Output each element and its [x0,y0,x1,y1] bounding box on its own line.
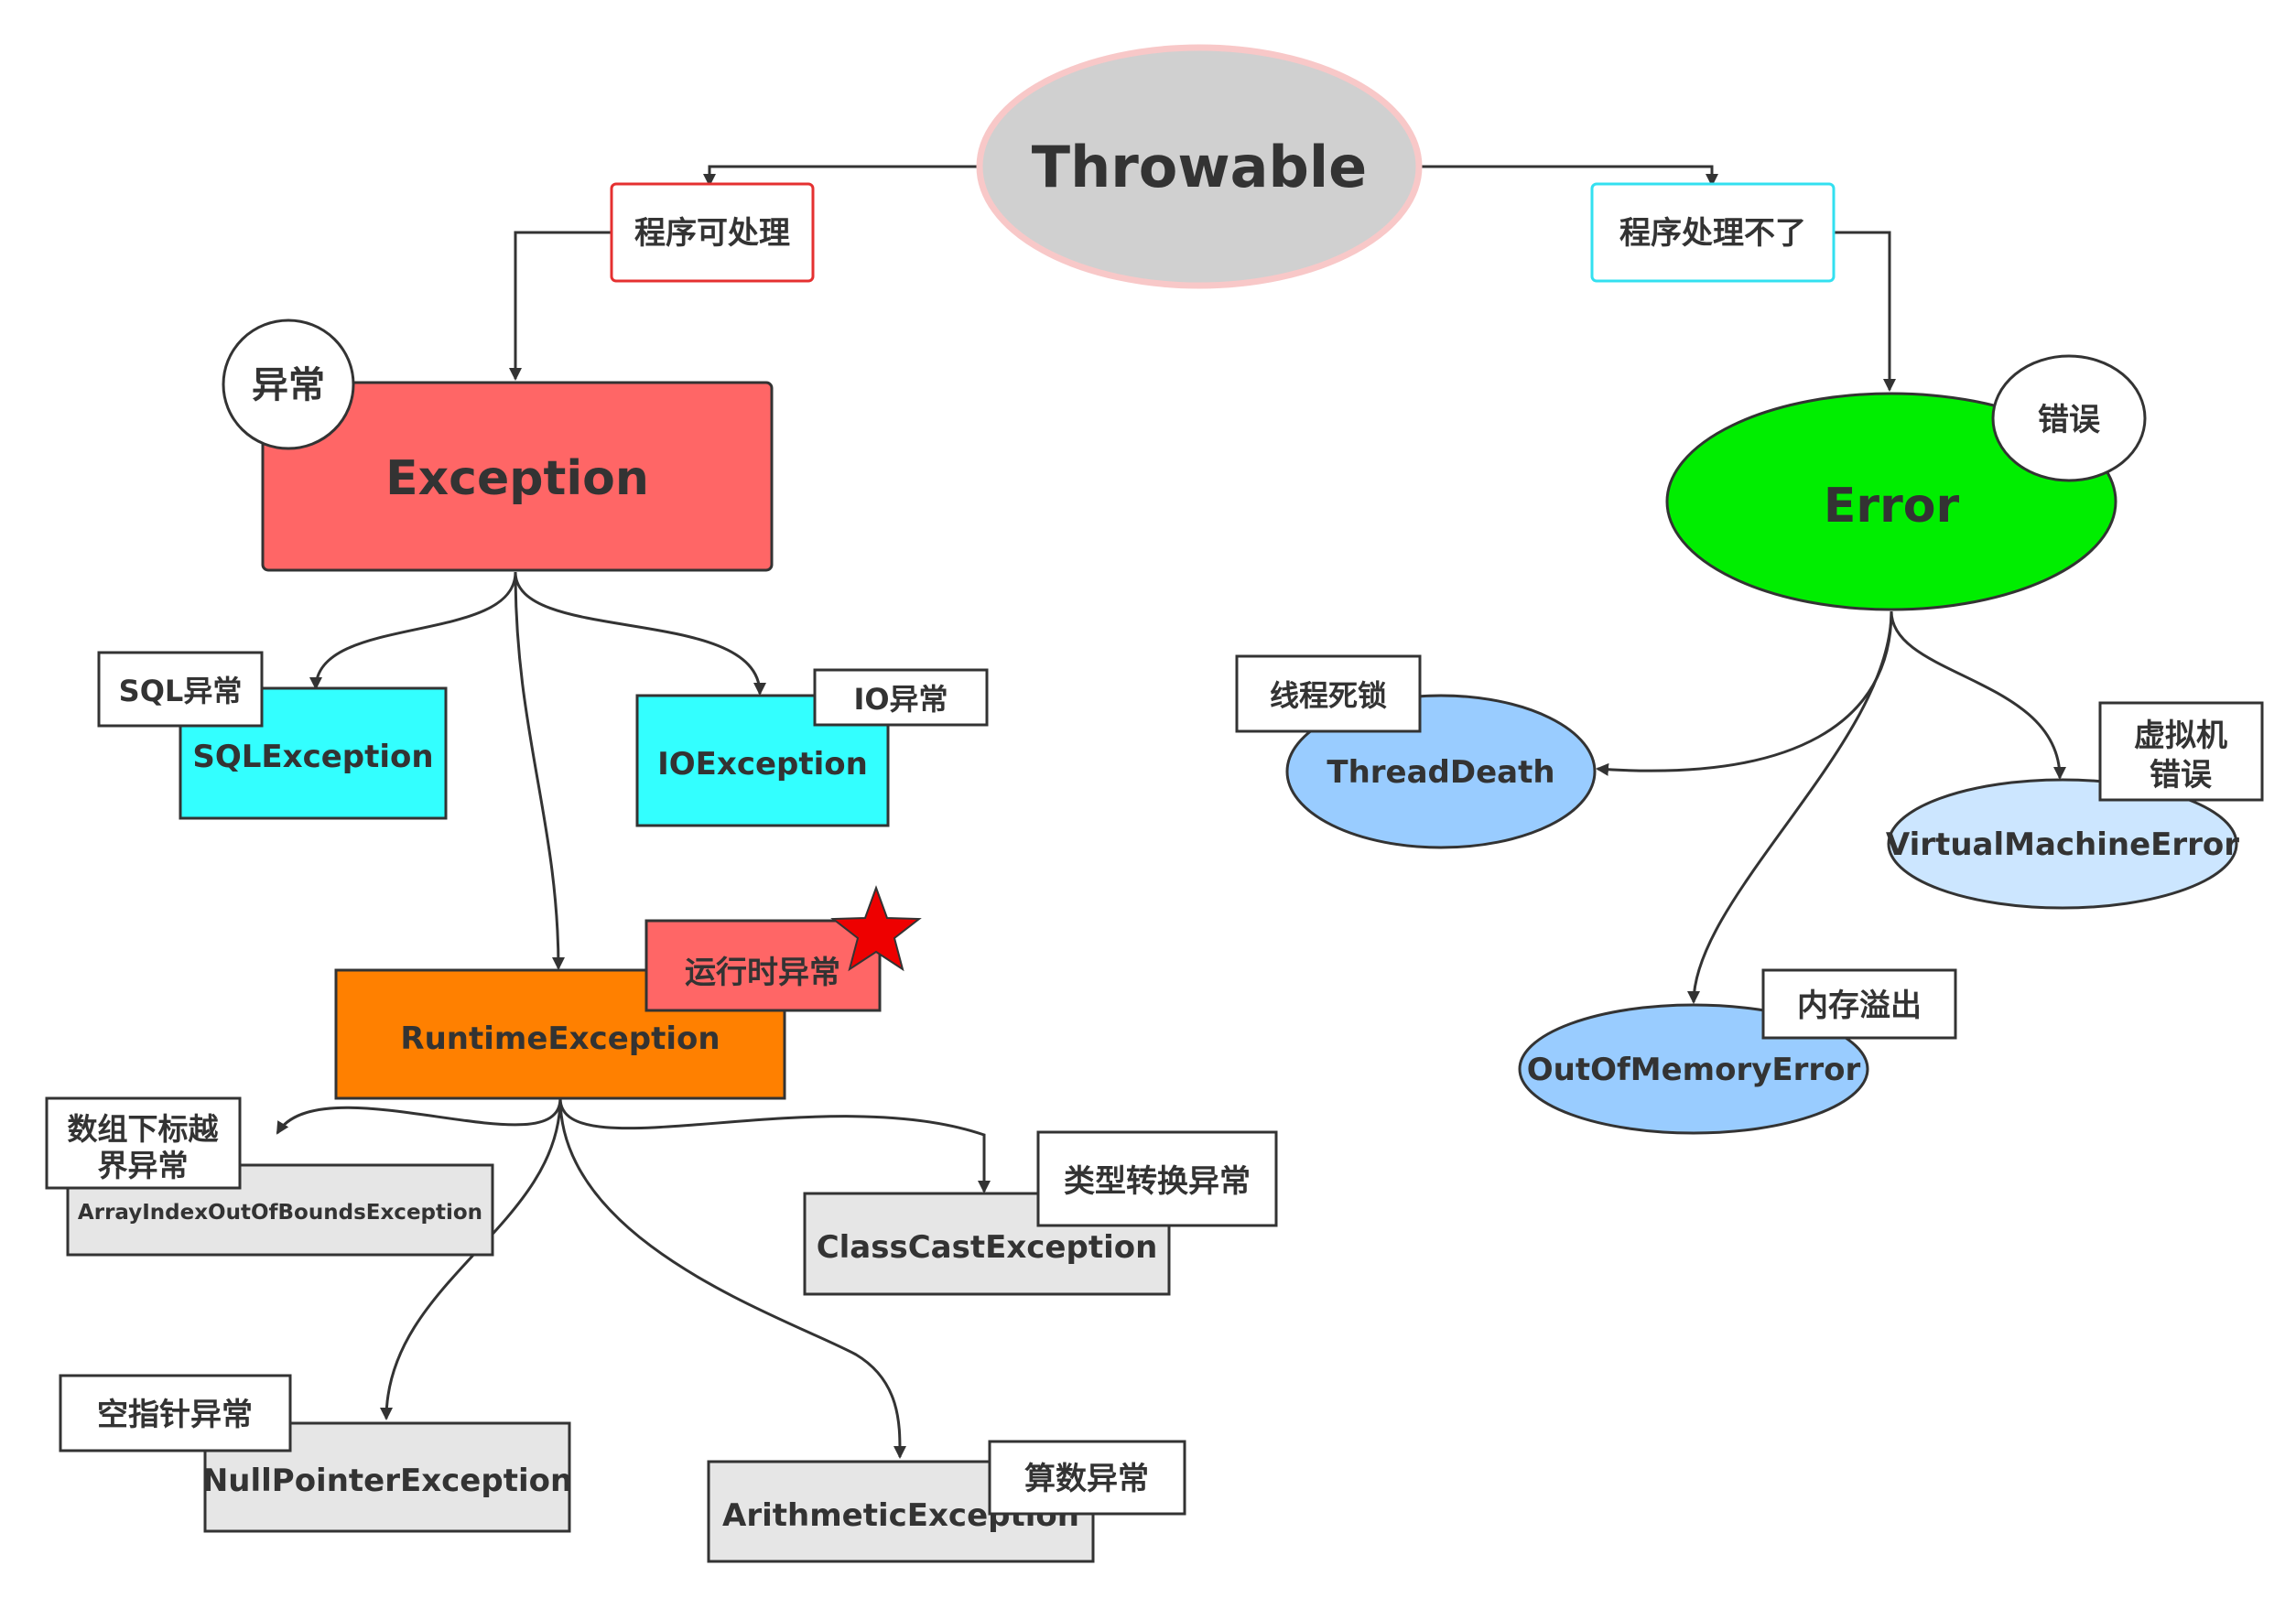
array-index-exception-note: 数组下标越 界异常 [45,1096,242,1190]
runtime-exception-note: 运行时异常 [644,919,882,1012]
connector-runtime-to-nullpointer [380,1097,562,1420]
exception-node: Exception [261,381,774,572]
io-exception-label: IOException [657,746,868,783]
connector-runtime-to-arithmetic [558,1097,907,1459]
right-branch-label: 程序处理不了 [1590,182,1836,283]
connector-error-to-oom [1687,610,1893,1004]
arithmetic-exception-note: 算数异常 [988,1440,1186,1516]
io-exception-node: IOException [635,694,890,827]
sql-exception-note-text: SQL异常 [119,674,243,708]
arithmetic-exception-note-text: 算数异常 [1024,1461,1149,1497]
left-branch-text: 程序可处理 [634,215,790,252]
null-pointer-exception-node: NullPointerException [202,1421,572,1533]
sql-exception-label: SQLException [192,739,433,775]
io-exception-note-text: IO异常 [853,682,948,717]
connector-exception-to-sql [309,571,517,690]
connector-root-right [1414,165,1718,187]
array-index-note-line1: 数组下标越 [68,1111,220,1147]
error-note: 错误 [1991,354,2147,482]
vm-error-note-line1: 虚拟机 [2134,718,2227,754]
array-index-note-line2: 界异常 [98,1148,189,1183]
runtime-exception-note-text: 运行时异常 [685,955,840,991]
thread-death-node: ThreadDeath [1285,694,1597,849]
io-exception-note: IO异常 [813,668,989,727]
exception-note: 异常 [222,319,355,450]
oom-error-label: OutOfMemoryError [1527,1052,1861,1088]
connector-left-to-exception [509,231,612,381]
connector-error-to-threaddeath [1596,610,1893,776]
thread-death-note-text: 线程死锁 [1270,678,1387,713]
right-branch-text: 程序处理不了 [1619,215,1806,252]
error-note-text: 错误 [2038,402,2100,438]
connector-exception-to-io [514,571,766,696]
connector-error-to-vm [1890,610,2066,780]
throwable-node: Throwable [976,44,1423,289]
sql-exception-note: SQL异常 [97,651,264,728]
class-cast-exception-note-text: 类型转换异常 [1064,1163,1251,1200]
array-index-exception-label: ArrayIndexOutOfBoundsException [78,1201,482,1225]
left-branch-label: 程序可处理 [610,182,815,283]
class-cast-exception-note: 类型转换异常 [1036,1130,1278,1227]
null-pointer-exception-label: NullPointerException [202,1463,572,1499]
vm-error-note: 虚拟机 错误 [2098,701,2264,802]
connector-exception-to-runtime [514,571,565,970]
vm-error-label: VirtualMachineError [1886,826,2239,863]
error-label: Error [1824,479,1960,534]
thread-death-note: 线程死锁 [1235,654,1422,733]
runtime-exception-label: RuntimeException [400,1020,720,1057]
connector-runtime-to-classcast [558,1097,991,1193]
null-pointer-exception-note: 空指针异常 [59,1374,292,1452]
vm-error-note-line2: 错误 [2150,757,2212,794]
connector-right-to-error [1834,231,1896,392]
oom-error-note: 内存溢出 [1761,968,1957,1040]
exception-label: Exception [385,451,649,506]
thread-death-label: ThreadDeath [1327,754,1554,791]
oom-error-note-text: 内存溢出 [1797,988,1922,1024]
important-star-icon [830,885,922,972]
vm-error-node: VirtualMachineError [1886,778,2239,910]
null-pointer-exception-note-text: 空指针异常 [97,1397,253,1433]
class-cast-exception-label: ClassCastException [817,1229,1158,1266]
exception-note-text: 异常 [252,364,325,406]
throwable-label: Throwable [1032,134,1367,200]
connector-root-left [703,165,980,187]
connector-runtime-to-arrayindex [276,1097,562,1135]
